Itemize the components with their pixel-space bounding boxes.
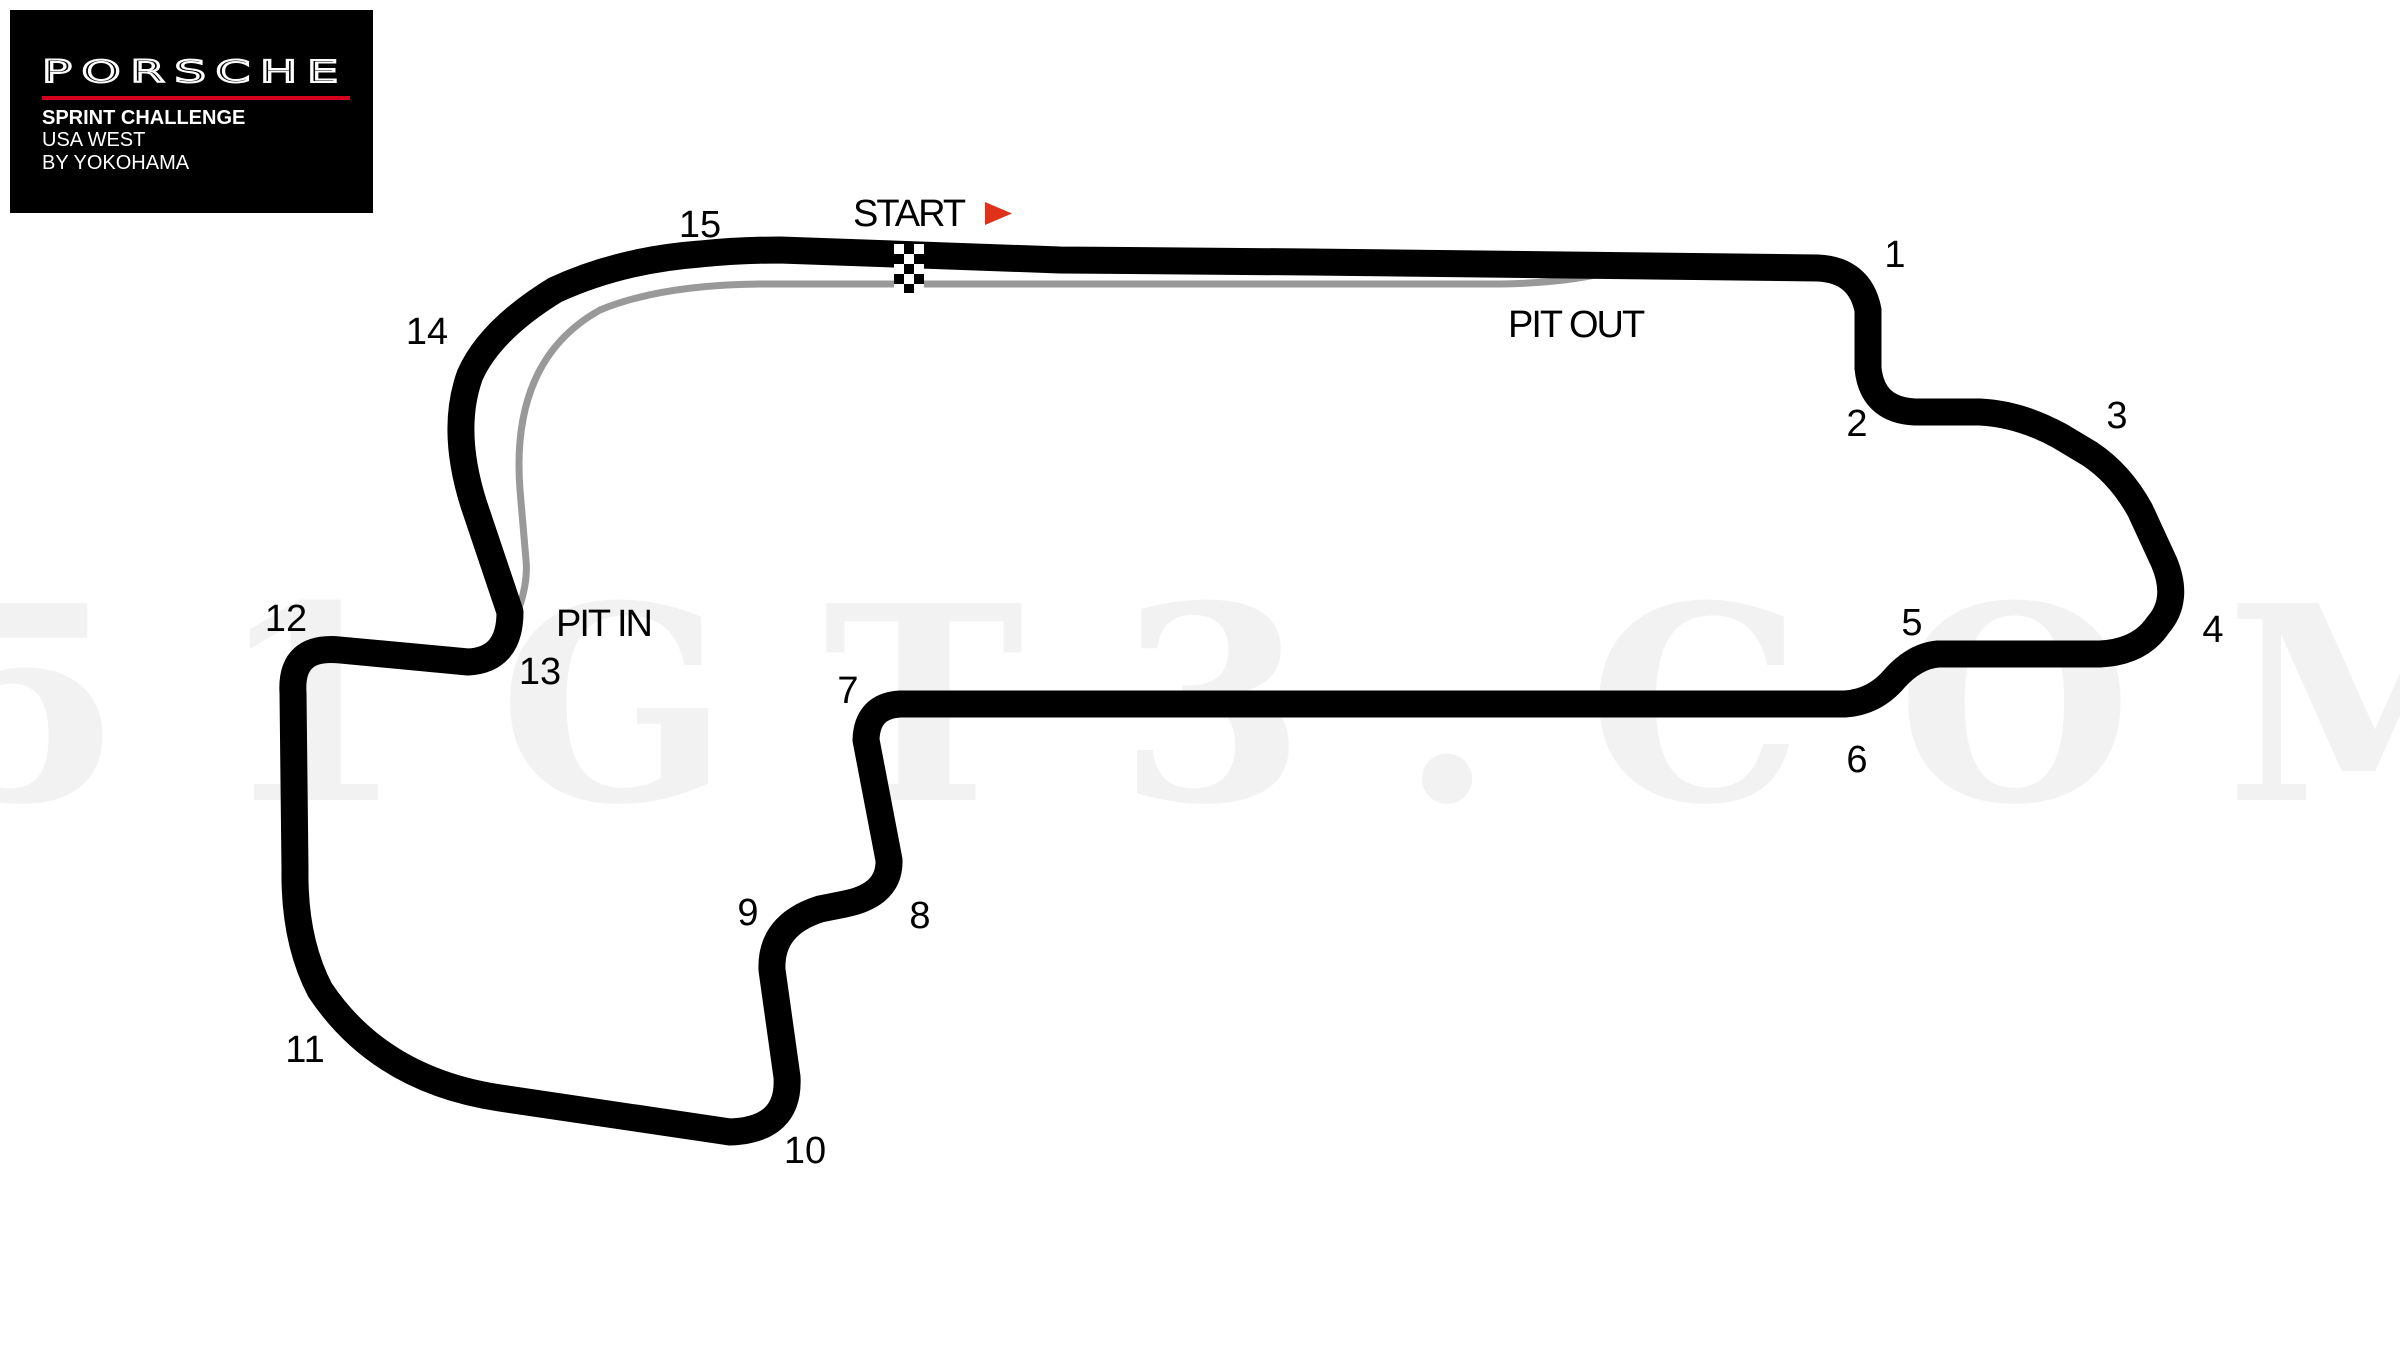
turn-15-label: 15: [679, 204, 721, 246]
turn-9-label: 9: [737, 892, 758, 934]
series-logo: PORSCHE SPRINT CHALLENGE USA WEST BY YOK…: [10, 10, 373, 213]
turn-8-label: 8: [909, 895, 930, 937]
brand-name: PORSCHE: [42, 55, 348, 90]
turn-1-label: 1: [1884, 234, 1905, 276]
turn-13-label: 13: [519, 651, 561, 693]
turn-4-label: 4: [2202, 609, 2223, 651]
turn-10-label: 10: [784, 1130, 826, 1172]
pit-out-label: PIT OUT: [1508, 304, 1645, 346]
series-sponsor: BY YOKOHAMA: [42, 152, 190, 174]
turn-3-label: 3: [2106, 395, 2127, 437]
turn-11-label: 11: [285, 1029, 324, 1071]
porsche-logo: PORSCHE: [42, 54, 348, 91]
accent-line: [42, 96, 350, 100]
turn-12-label: 12: [265, 598, 307, 640]
turn-6-label: 6: [1846, 739, 1867, 781]
series-region: USA WEST: [42, 129, 146, 151]
series-name: SPRINT CHALLENGE: [42, 107, 246, 129]
start-arrow-icon: [985, 202, 1012, 225]
turn-2-label: 2: [1846, 403, 1867, 445]
start-label: START: [853, 193, 966, 235]
turn-5-label: 5: [1901, 602, 1922, 644]
pit-in-label: PIT IN: [556, 603, 651, 645]
turn-14-label: 14: [406, 311, 448, 353]
race-track: [279, 236, 2185, 1146]
pit-lane: [515, 270, 1604, 609]
turn-7-label: 7: [837, 670, 858, 712]
start-finish-line: [894, 244, 924, 293]
